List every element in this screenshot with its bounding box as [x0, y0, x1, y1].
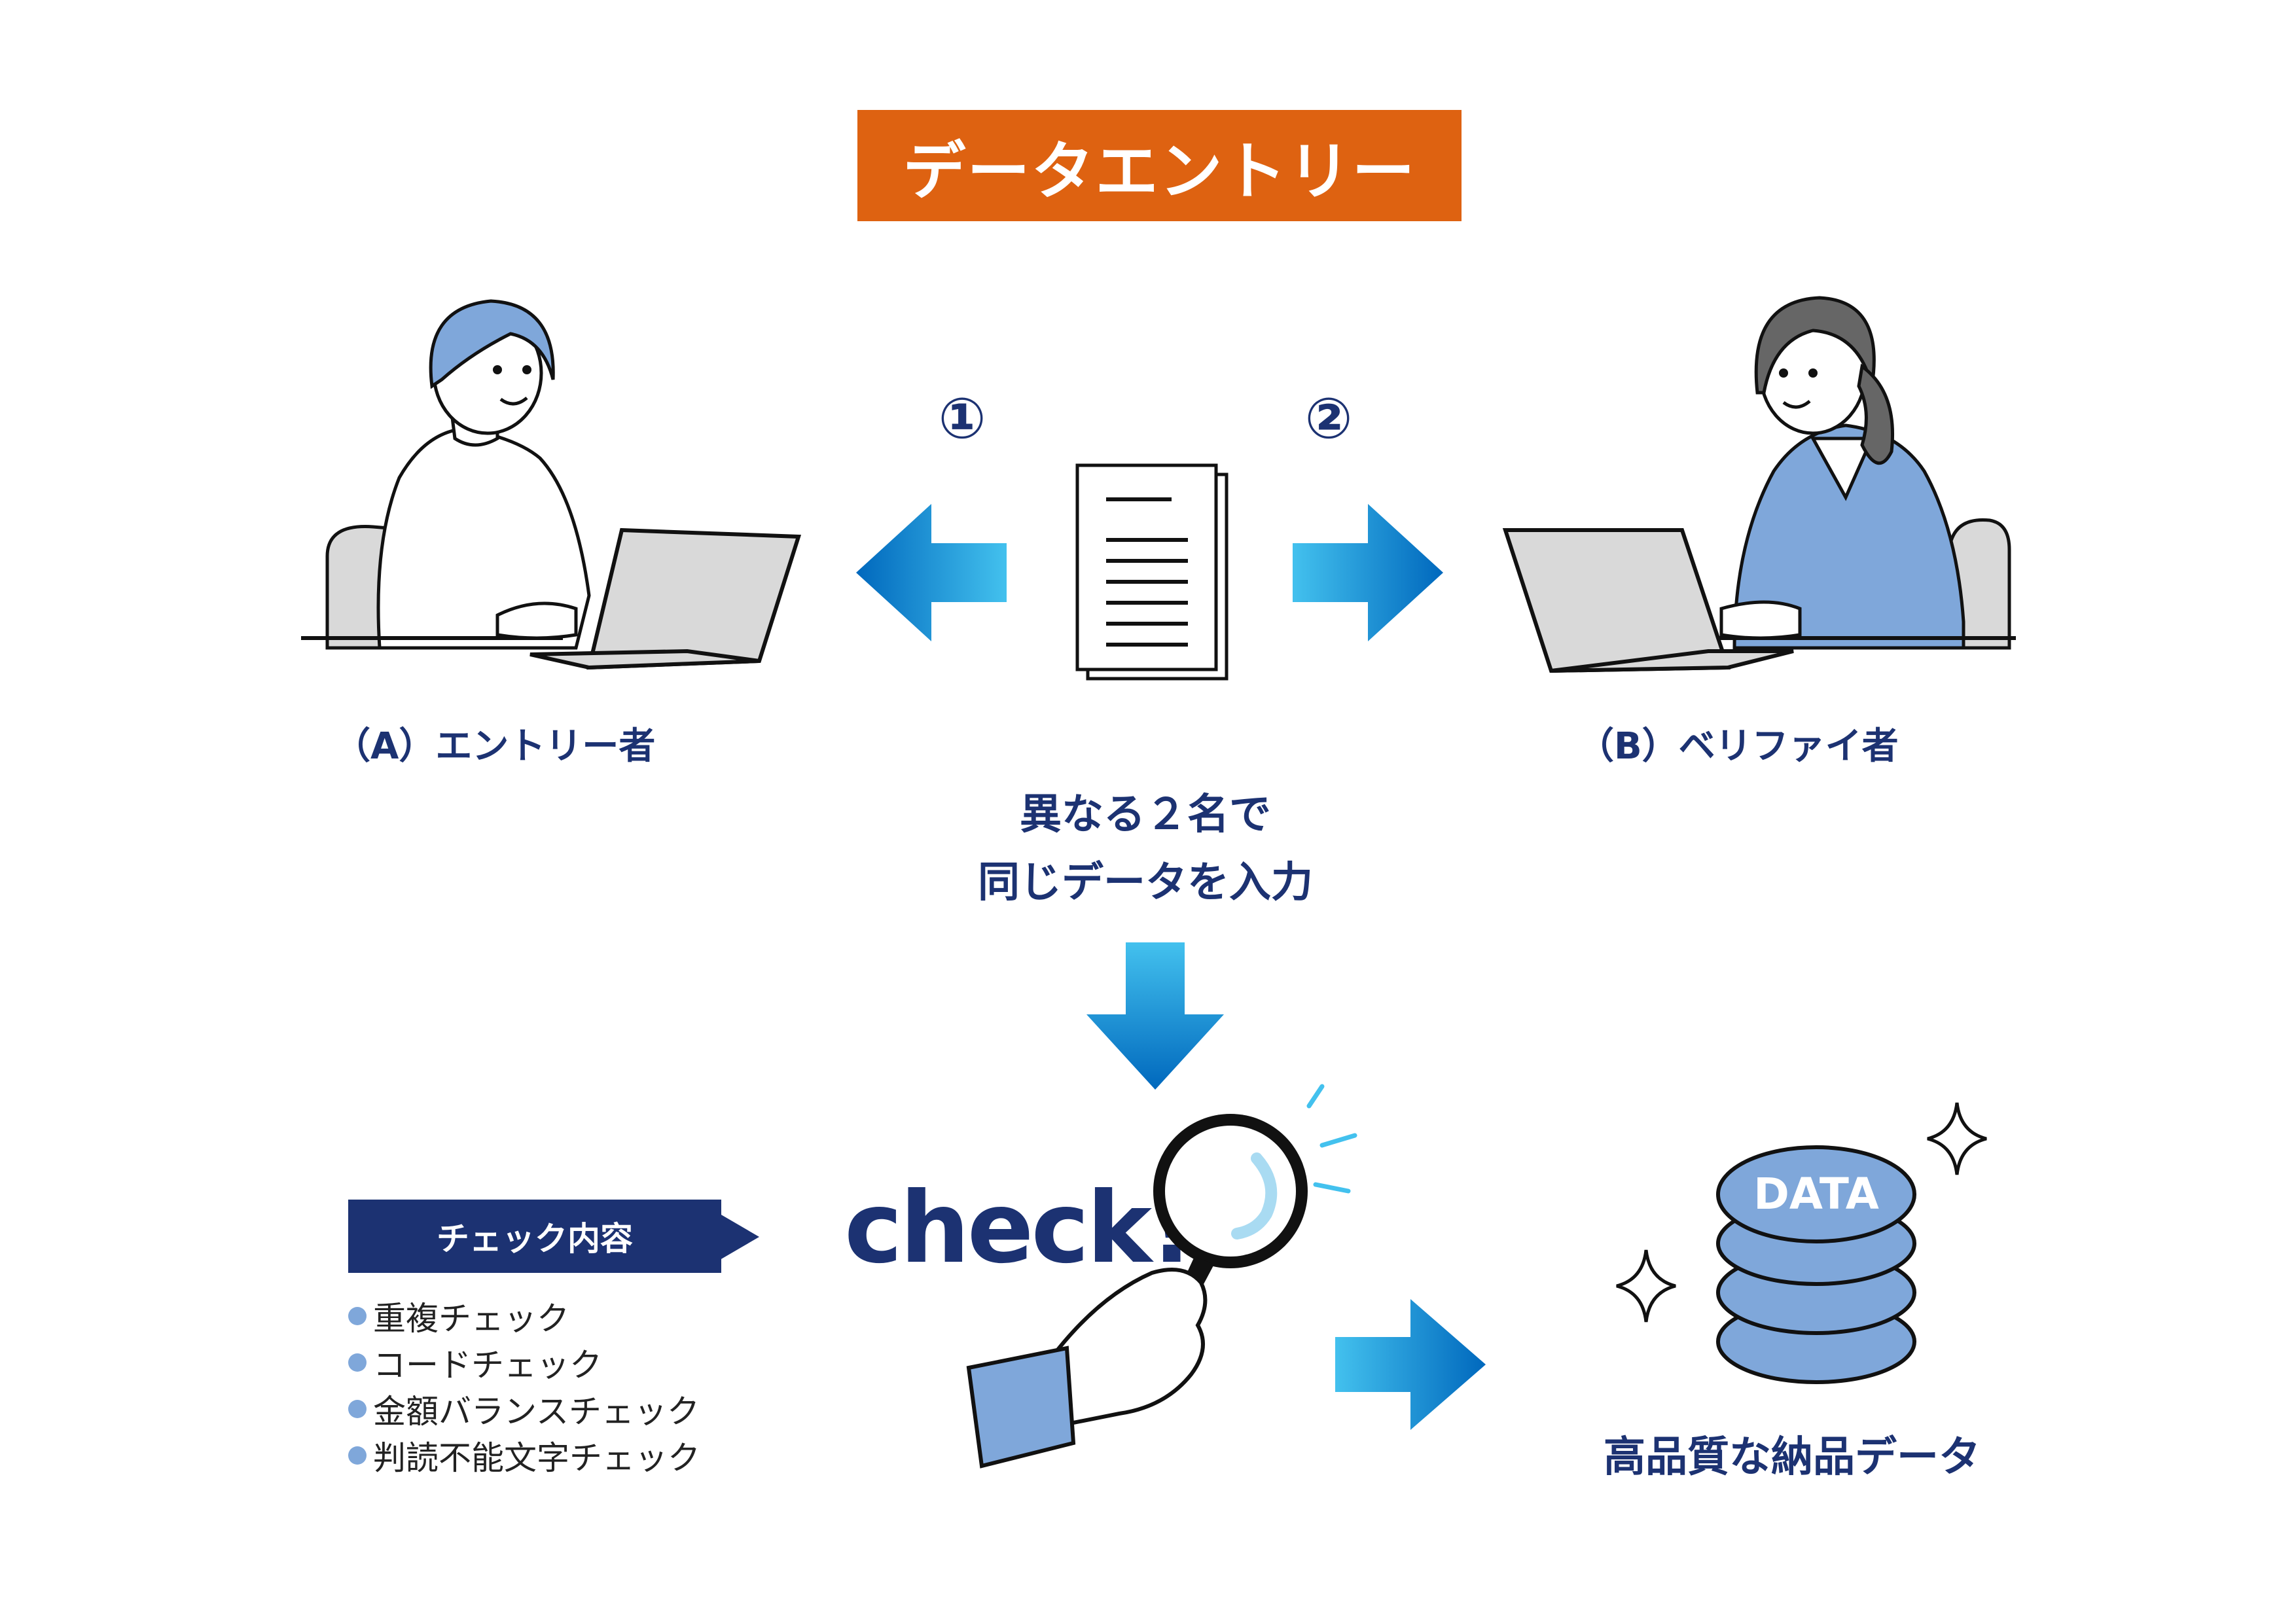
check-item-label: 金額バランスチェック: [373, 1392, 700, 1431]
sparkle-icon: [1927, 1102, 1987, 1175]
center-line-1: 異なる２名で: [1020, 791, 1271, 839]
center-description: 異なる２名で 同じデータを入力: [851, 781, 1440, 917]
sparkle-icon: [1616, 1249, 1676, 1323]
check-item: 金額バランスチェック: [348, 1385, 806, 1432]
magnifier-icon: [966, 1084, 1357, 1469]
role-verify-label: （B）ベリファイ者: [1577, 725, 1899, 768]
database-icon: DATA: [1716, 1145, 1916, 1384]
check-item: 判読不能文字チェック: [348, 1432, 806, 1478]
check-title-pointer-icon: [720, 1214, 759, 1260]
document-icon: [1075, 463, 1229, 681]
check-content-title: チェック内容: [437, 1220, 633, 1258]
result-label: 高品質な納品データ: [1604, 1433, 1981, 1482]
bullet-icon: [348, 1446, 367, 1465]
check-word: check!: [844, 1171, 1194, 1285]
bullet-icon: [348, 1353, 367, 1372]
check-content-list: 重複チェック コードチェック 金額バランスチェック 判読不能文字チェック: [348, 1293, 806, 1478]
laptop-a-icon: [529, 527, 802, 670]
database-label: DATA: [1753, 1169, 1879, 1219]
center-line-2: 同じデータを入力: [978, 859, 1313, 907]
arrow-down-icon: [1086, 942, 1224, 1090]
person-b-illustration: [1702, 296, 2016, 650]
laptop-b-icon: [1502, 528, 1794, 673]
person-a-illustration: [301, 299, 591, 650]
role-entry-label: （A）エントリー者: [334, 725, 656, 768]
step-2-label: ②: [1304, 386, 1353, 452]
check-content-title-box: チェック内容: [348, 1200, 721, 1273]
arrow-right-icon: [1293, 504, 1443, 641]
check-item-label: 判読不能文字チェック: [373, 1438, 700, 1477]
arrow-left-icon: [856, 504, 1007, 641]
check-item-label: コードチェック: [373, 1346, 602, 1384]
title-banner: データエントリー: [857, 110, 1462, 221]
bullet-icon: [348, 1399, 367, 1418]
arrow-right-result-icon: [1335, 1299, 1486, 1430]
check-item: 重複チェック: [348, 1293, 806, 1339]
bullet-icon: [348, 1306, 367, 1325]
step-1-label: ①: [938, 386, 986, 452]
page-title: データエントリー: [903, 134, 1416, 208]
check-item-label: 重複チェック: [373, 1299, 569, 1338]
check-item: コードチェック: [348, 1339, 806, 1385]
